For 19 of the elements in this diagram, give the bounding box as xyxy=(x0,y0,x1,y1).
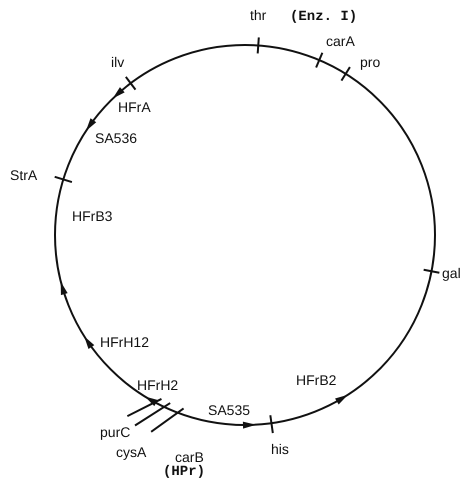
strain-label: HFrH12 xyxy=(100,335,150,350)
strain-label: HFrH2 xyxy=(137,378,178,393)
gene-label: his xyxy=(271,442,289,457)
strain-label: HFrB3 xyxy=(72,209,112,224)
gene-label: purC xyxy=(100,425,130,440)
gene-label: gal xyxy=(442,266,461,281)
gene-label: carB xyxy=(175,450,204,465)
gene-label: thr xyxy=(250,8,266,23)
strain-label: SA536 xyxy=(95,131,138,146)
strain-label: HFrA xyxy=(118,100,151,115)
gene-label: pro xyxy=(360,55,380,70)
strain-label: SA535 xyxy=(208,403,250,418)
enzyme-label: (Enz. I) xyxy=(290,10,358,25)
gene-label: StrA xyxy=(10,168,38,183)
gene-label: carA xyxy=(326,34,355,49)
gene-label: ilv xyxy=(111,55,124,70)
enzyme-label: (HPr) xyxy=(163,465,206,480)
gene-label: cysA xyxy=(116,445,146,460)
strain-label: HFrB2 xyxy=(296,373,336,388)
